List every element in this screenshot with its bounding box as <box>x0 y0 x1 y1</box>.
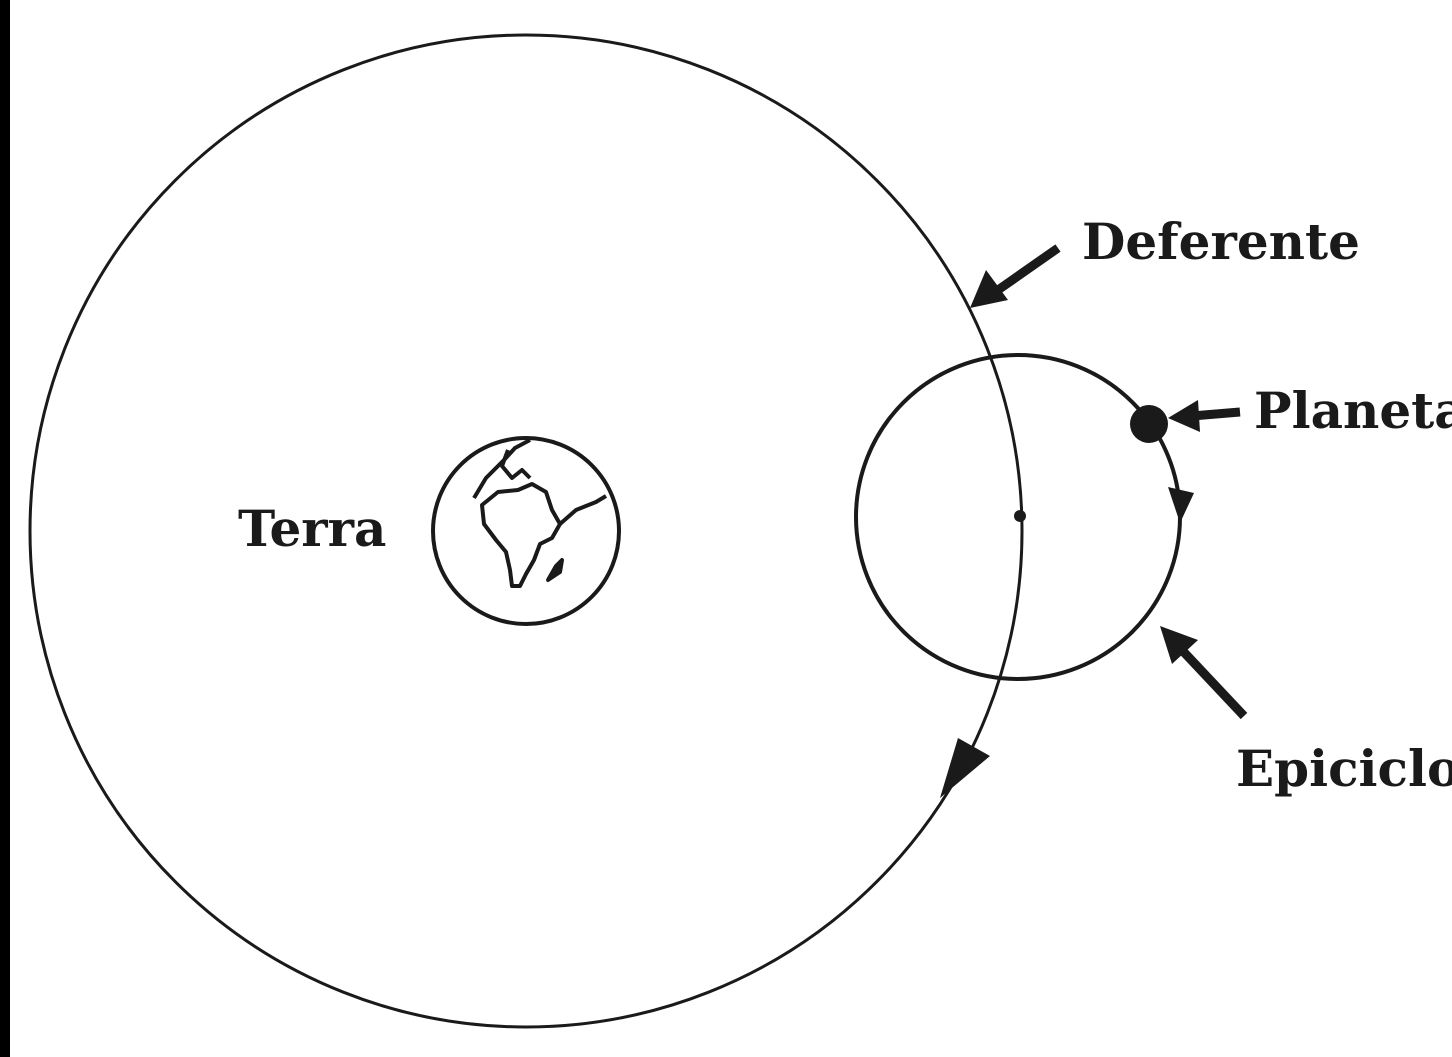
label-terra: Terra <box>238 499 386 558</box>
label-deferente: Deferente <box>1082 212 1360 271</box>
planet-dot <box>1130 405 1168 443</box>
paper <box>10 0 1452 1057</box>
label-epiciclo: Epiciclo <box>1236 739 1452 798</box>
label-planeta: Planeta <box>1254 381 1452 440</box>
epicycle-center-dot <box>1014 510 1026 522</box>
planeta-arrow-shaft <box>1192 412 1240 416</box>
left-frame <box>0 0 10 1057</box>
